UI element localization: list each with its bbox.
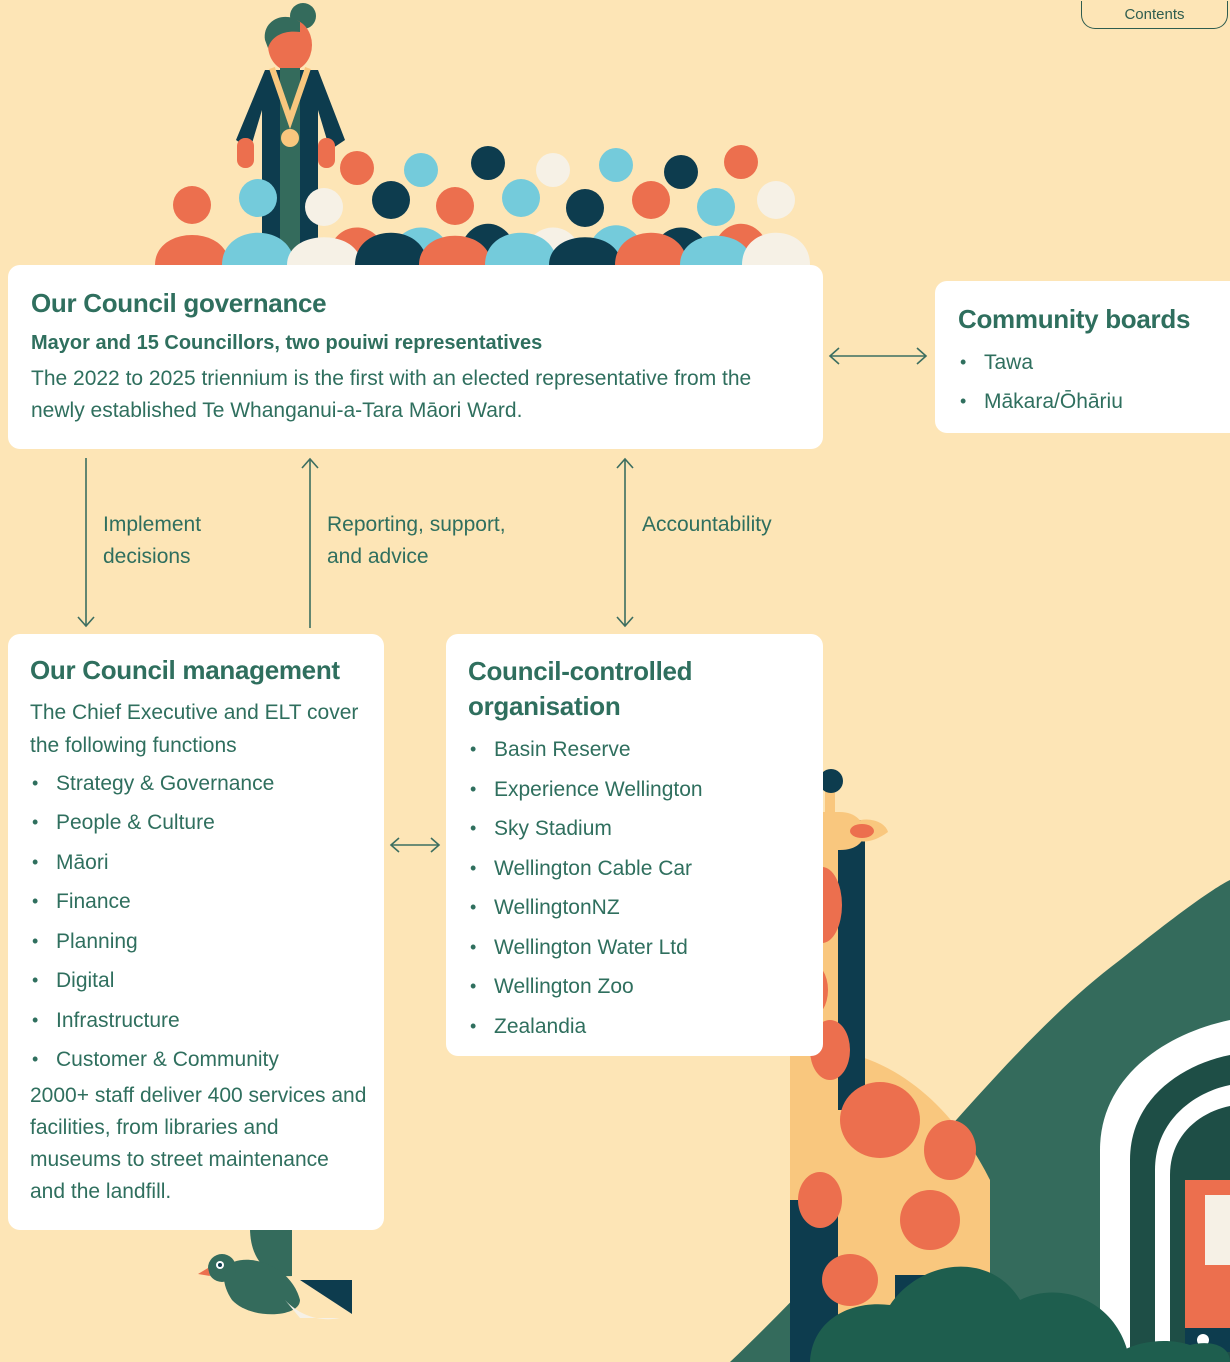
arrow-bidirectional-boards: [828, 347, 928, 365]
management-title: Our Council management: [30, 655, 340, 685]
list-item: Wellington Water Ltd: [468, 928, 807, 968]
cco-title: Council-controlled organisation: [468, 656, 693, 721]
community-boards-title: Community boards: [958, 304, 1191, 334]
management-intro: The Chief Executive and ELT cover the fo…: [30, 700, 359, 757]
management-functions-list: Strategy & Governance People & Culture M…: [30, 764, 368, 1080]
list-item: Basin Reserve: [468, 730, 807, 770]
crowd-illustration: [155, 3, 810, 265]
list-item: Wellington Zoo: [468, 967, 807, 1007]
community-boards-card: Community boards Tawa Mākara/Ōhāriu: [935, 281, 1230, 433]
arrow-bidirectional-cco: [389, 837, 441, 853]
arrow-bidirectional-accountability: [616, 457, 634, 628]
community-boards-list: Tawa Mākara/Ōhāriu: [958, 343, 1230, 422]
list-item: WellingtonNZ: [468, 888, 807, 928]
list-item: Zealandia: [468, 1007, 807, 1047]
implement-decisions-label: Implement decisions: [103, 513, 202, 568]
list-item: Sky Stadium: [468, 809, 807, 849]
list-item: People & Culture: [30, 803, 368, 843]
management-card: Our Council management The Chief Executi…: [8, 634, 384, 1230]
governance-card: Our Council governance Mayor and 15 Coun…: [8, 265, 823, 449]
cco-list: Basin Reserve Experience Wellington Sky …: [468, 730, 807, 1046]
list-item: Finance: [30, 882, 368, 922]
arrow-up-reporting: [301, 457, 319, 628]
accountability-label: Accountability: [642, 513, 772, 536]
management-outro: 2000+ staff deliver 400 services and fac…: [30, 1083, 367, 1203]
list-item: Infrastructure: [30, 1001, 368, 1041]
list-item: Planning: [30, 922, 368, 962]
reporting-support-label: Reporting, support, and advice: [327, 513, 506, 568]
governance-subtitle: Mayor and 15 Councillors, two pouiwi rep…: [31, 331, 543, 354]
list-item: Customer & Community: [30, 1040, 368, 1080]
list-item: Māori: [30, 843, 368, 883]
arrow-down-implement: [77, 458, 95, 628]
governance-title: Our Council governance: [31, 288, 327, 318]
list-item: Experience Wellington: [468, 770, 807, 810]
bird-illustration: [198, 1228, 352, 1320]
list-item: Tawa: [958, 343, 1230, 383]
tunnel-arch: [1100, 1020, 1230, 1362]
list-item: Wellington Cable Car: [468, 849, 807, 889]
contents-button[interactable]: Contents: [1081, 1, 1228, 29]
bush-illustration: [810, 1266, 1230, 1362]
list-item: Digital: [30, 961, 368, 1001]
cco-card: Council-controlled organisation Basin Re…: [446, 634, 823, 1056]
list-item: Mākara/Ōhāriu: [958, 382, 1230, 422]
list-item: Strategy & Governance: [30, 764, 368, 804]
governance-text: The 2022 to 2025 triennium is the first …: [31, 366, 752, 423]
